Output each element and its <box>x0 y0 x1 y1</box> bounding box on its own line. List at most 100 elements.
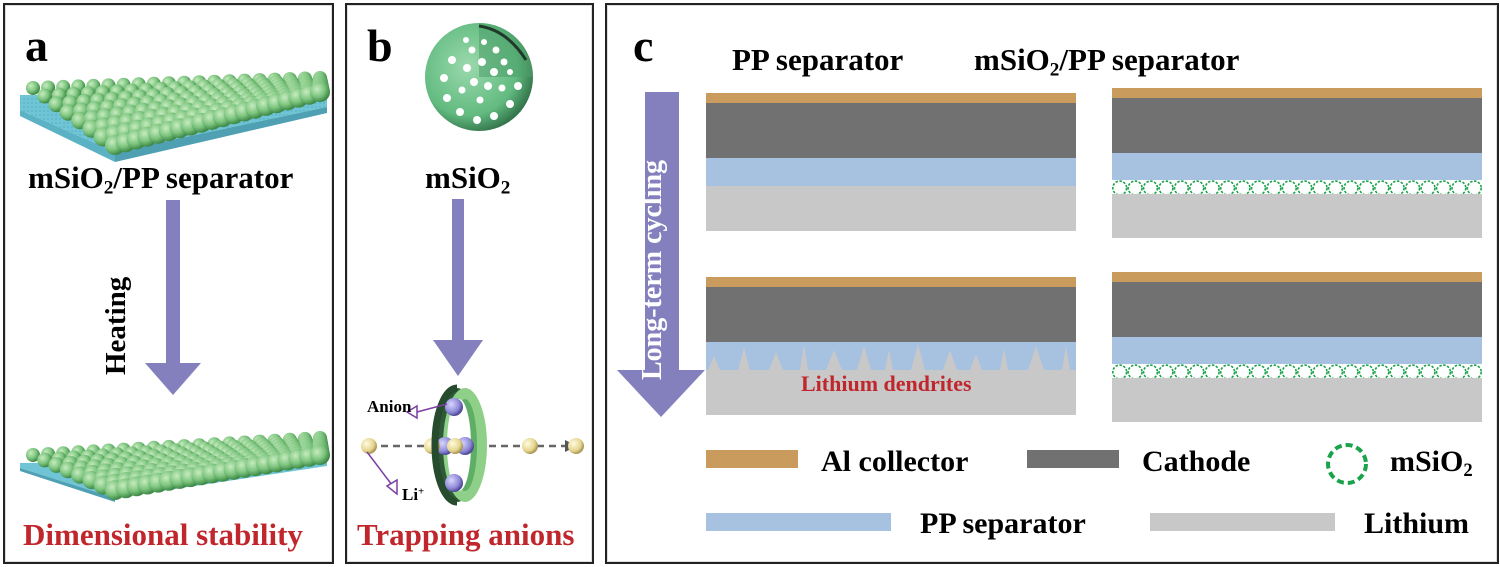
layer-msio2-coating <box>1111 180 1482 196</box>
layer-msio2-coating <box>1111 364 1482 380</box>
lithium-dendrites-label: Lithium dendrites <box>801 371 972 396</box>
msio2-ring <box>1189 180 1205 196</box>
layer-pp-separator <box>706 158 1076 186</box>
msio2-ring <box>1142 364 1159 380</box>
legend-label-msio2: mSiO2 <box>1390 445 1473 482</box>
msio2-ring <box>1281 180 1298 196</box>
msio2-ring <box>1466 180 1482 196</box>
msio2-sphere <box>26 448 40 462</box>
dendrite-spike <box>970 354 982 370</box>
pore <box>448 56 456 64</box>
msio2-sphere <box>37 88 53 104</box>
legend-label-pp-separator: PP separator <box>920 507 1086 540</box>
msio2-ring <box>1420 364 1436 380</box>
caption-text: mSiO <box>425 160 501 195</box>
msio2-ring <box>1374 364 1390 380</box>
msio2-ring <box>1173 180 1190 196</box>
layer-pp-separator <box>1112 153 1482 180</box>
msio2-hollow-sphere-icon <box>425 23 533 131</box>
lithium-dendrites <box>708 344 1070 370</box>
msio2-ring <box>1266 180 1282 196</box>
pore <box>473 116 481 124</box>
pore <box>484 82 492 90</box>
layer-lithium <box>1112 378 1482 422</box>
caption-text: mSiO <box>28 160 104 195</box>
pore <box>478 58 486 66</box>
dendrite-spike <box>1028 346 1044 370</box>
caption-trapping-anions: Trapping anions <box>357 517 575 552</box>
msio2-ring <box>1111 364 1128 380</box>
msio2-ring <box>1250 364 1267 380</box>
column-title-pp-separator: PP separator <box>732 42 904 77</box>
msio2-ring <box>1189 364 1205 380</box>
pore <box>514 82 522 90</box>
pore <box>490 68 498 76</box>
layer-lithium <box>706 370 1076 415</box>
dendrite-spike <box>943 350 957 370</box>
msio2-ring <box>1327 364 1344 380</box>
pore <box>468 46 476 54</box>
panel-label-c: c <box>633 20 654 71</box>
layer-al-collector <box>1112 88 1482 98</box>
layer-al-collector <box>706 277 1076 287</box>
title-tail: /PP separator <box>1059 42 1240 77</box>
cell-stack-msio2-fresh <box>1111 88 1482 238</box>
legend-swatch-al-collector <box>706 450 798 468</box>
dendrite-spike <box>885 350 893 370</box>
cell-stack-pp-cycled: Lithium dendrites <box>706 277 1076 415</box>
msio2-ring <box>1312 180 1328 196</box>
legend-subscript: 2 <box>1463 460 1473 482</box>
long-term-cycling-arrow <box>617 92 705 417</box>
heating-label: Heating <box>100 276 132 375</box>
msio2-ring <box>1204 364 1220 380</box>
anion-sphere <box>445 474 463 492</box>
panel-b: b mSiO2 <box>345 3 594 564</box>
dendrite-spike <box>826 350 842 370</box>
li-ion-sphere <box>522 438 538 454</box>
li-ion-sphere <box>568 438 584 454</box>
msio2-ring <box>1250 180 1267 196</box>
msio2-ring <box>1219 180 1236 196</box>
long-term-cycling-label: Long-term cycling <box>637 159 668 380</box>
layer-cathode <box>1112 98 1482 153</box>
msio2-sphere <box>48 96 65 113</box>
pore <box>481 39 487 45</box>
dendrite-spike <box>857 346 871 370</box>
layer-cathode <box>706 287 1076 342</box>
pore <box>476 96 484 104</box>
caption-msio2-b: mSiO2 <box>425 160 510 197</box>
li-label-charge: + <box>418 486 425 498</box>
legend-text: mSiO <box>1390 445 1464 478</box>
legend-swatch-lithium <box>1150 513 1335 531</box>
pore <box>490 112 498 120</box>
msio2-ring <box>1158 364 1174 380</box>
dendrite-spike <box>738 348 750 370</box>
layer-lithium <box>1112 194 1482 238</box>
pore <box>470 78 478 86</box>
anion-trapping-ring-diagram <box>361 384 584 506</box>
msio2-sphere <box>26 81 40 95</box>
msio2-ring <box>1404 364 1421 380</box>
cell-stack-msio2-cycled <box>1111 272 1482 422</box>
msio2-ring <box>1235 180 1251 196</box>
msio2-ring <box>1297 180 1313 196</box>
msio2-ring <box>1435 364 1452 380</box>
pore <box>498 84 506 92</box>
layer-lithium <box>706 186 1076 231</box>
pore <box>443 94 451 102</box>
pore <box>506 100 514 108</box>
msio2-ring <box>1142 180 1159 196</box>
msio2-pp-membrane-after-heating <box>20 431 330 502</box>
panel-label-a: a <box>25 20 48 71</box>
dendrite-spike <box>708 356 720 370</box>
dendrite-spike <box>911 344 925 370</box>
msio2-ring <box>1158 180 1174 196</box>
msio2-ring <box>1343 364 1359 380</box>
li-label-text: Li <box>402 485 419 504</box>
msio2-ring <box>1266 364 1282 380</box>
pore <box>463 64 471 72</box>
msio2-ring <box>1343 180 1359 196</box>
layer-pp-separator <box>1112 337 1482 364</box>
legend-swatch-pp-separator <box>706 513 891 531</box>
pore <box>492 46 500 54</box>
